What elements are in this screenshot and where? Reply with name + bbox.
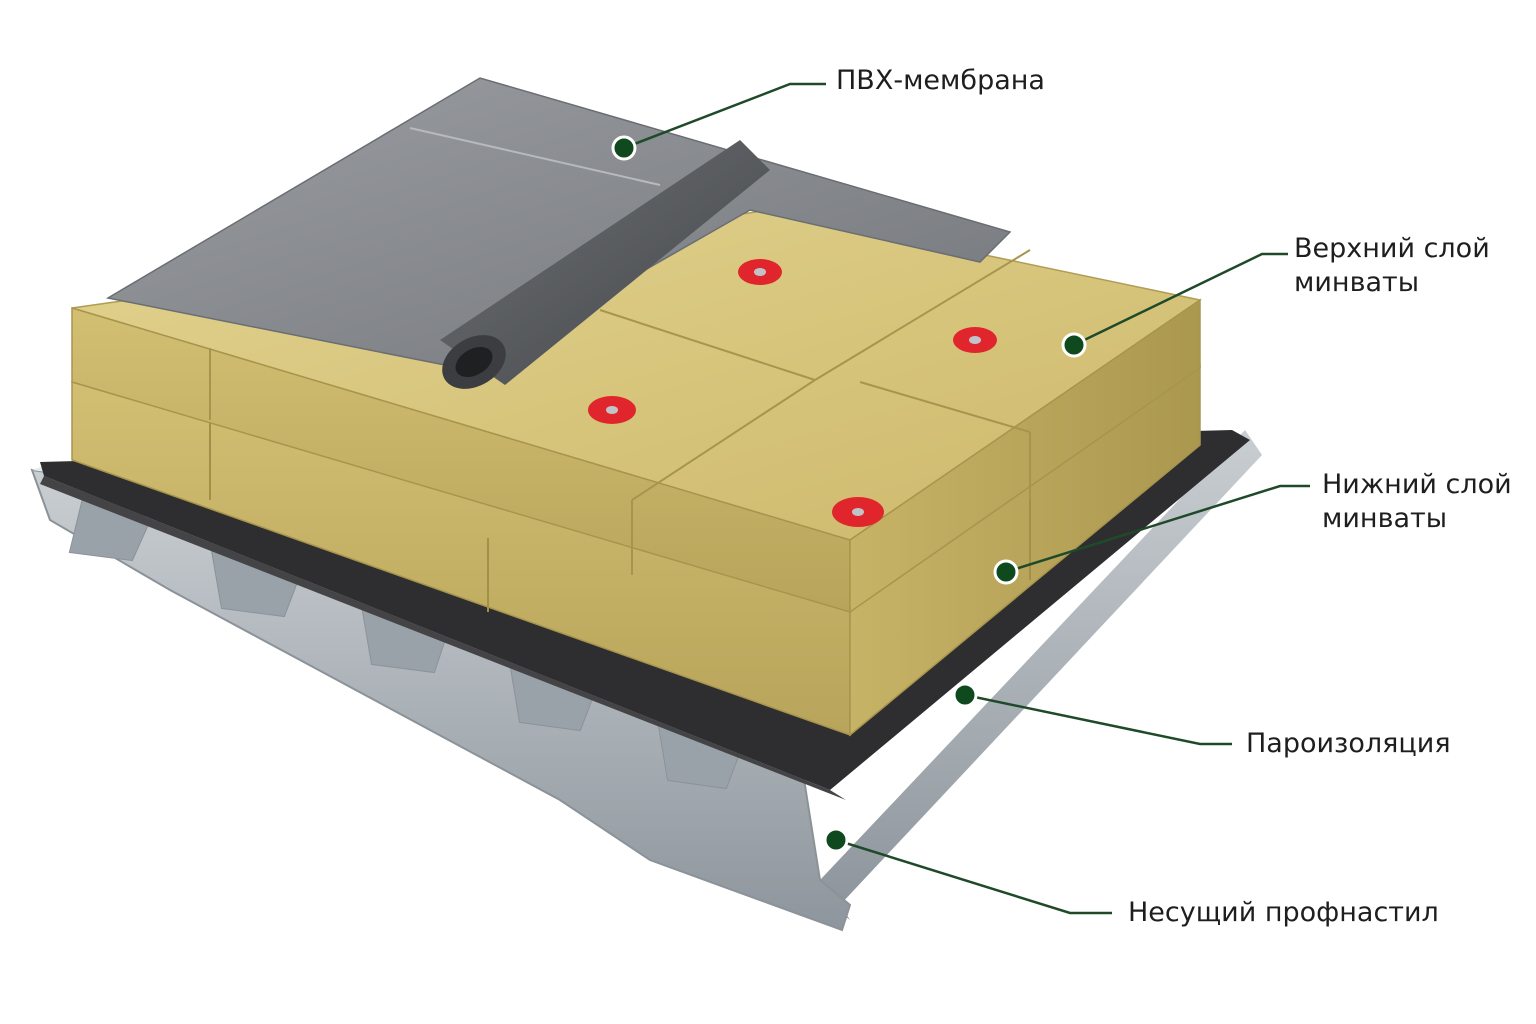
membrane-roll bbox=[440, 140, 770, 385]
dot-vapor-barrier bbox=[952, 682, 978, 708]
membrane-roll-core bbox=[455, 346, 493, 378]
leader-upper-wool bbox=[1073, 252, 1288, 347]
upper-wool-joint bbox=[599, 309, 816, 381]
label-upper-wool: Верхний слой минваты bbox=[1294, 232, 1490, 300]
leader-deck bbox=[835, 838, 1112, 915]
fastener bbox=[832, 497, 884, 527]
pvc-membrane bbox=[105, 77, 1012, 389]
fastener bbox=[738, 259, 782, 285]
leader-vapor-barrier bbox=[964, 693, 1232, 746]
lower-wool-layer bbox=[71, 363, 1201, 737]
fastener bbox=[953, 327, 997, 353]
label-pvc-membrane-text: ПВХ-мембрана bbox=[836, 65, 1045, 96]
upper-wool-joint bbox=[814, 249, 1031, 381]
label-lower-wool-line2: минваты bbox=[1322, 503, 1448, 534]
fasteners bbox=[588, 259, 997, 527]
deck-side-rib bbox=[820, 430, 1262, 905]
label-vapor-barrier-text: Пароизоляция bbox=[1246, 728, 1451, 759]
label-deck: Несущий профнастил bbox=[1128, 896, 1439, 930]
label-lower-wool-line1: Нижний слой bbox=[1322, 469, 1512, 500]
dot-membrane bbox=[611, 135, 637, 161]
dot-deck bbox=[823, 827, 849, 853]
upper-wool-joint bbox=[631, 379, 816, 501]
vapor-barrier-edge bbox=[40, 476, 846, 800]
label-lower-wool: Нижний слой минваты bbox=[1322, 468, 1512, 536]
label-upper-wool-line1: Верхний слой bbox=[1294, 233, 1490, 264]
dot-upper-wool bbox=[1061, 332, 1087, 358]
leaders bbox=[611, 82, 1310, 915]
leader-membrane bbox=[623, 82, 826, 150]
upper-wool-joint bbox=[859, 381, 1031, 433]
dot-lower-wool bbox=[993, 559, 1019, 585]
upper-wool-side bbox=[849, 298, 1201, 614]
fastener bbox=[588, 396, 636, 424]
membrane-seam bbox=[409, 127, 661, 186]
label-pvc-membrane: ПВХ-мембрана bbox=[836, 64, 1045, 98]
label-upper-wool-line2: минваты bbox=[1294, 267, 1420, 298]
label-deck-text: Несущий профнастил bbox=[1128, 897, 1439, 928]
leader-lower-wool bbox=[1005, 484, 1310, 574]
label-vapor-barrier: Пароизоляция bbox=[1246, 727, 1451, 761]
